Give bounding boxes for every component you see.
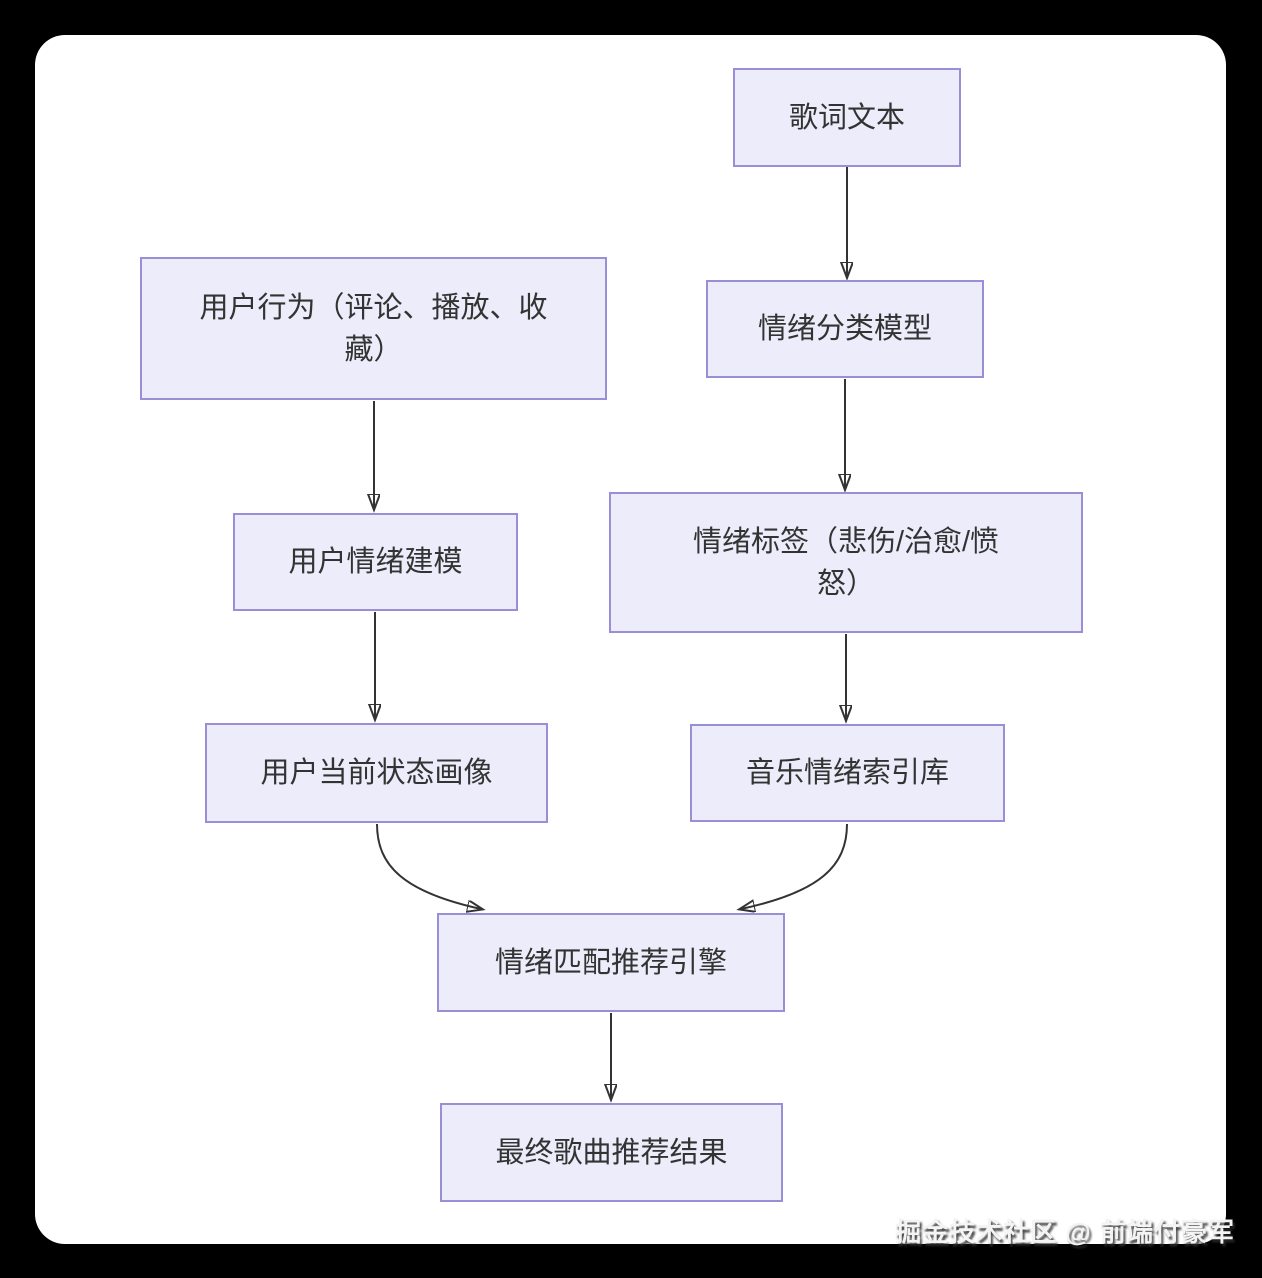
node-label: 音乐情绪索引库 [745, 757, 949, 789]
node-user-behavior: 用户行为（评论、播放、收藏） [140, 257, 607, 400]
watermark: 掘金技术社区 @ 前端付豪军 [895, 1217, 1235, 1247]
node-music-emotion-index: 音乐情绪索引库 [690, 724, 1005, 822]
node-emotion-labels: 情绪标签（悲伤/治愈/愤怒） [609, 492, 1083, 633]
node-lyrics-text: 歌词文本 [733, 68, 961, 167]
node-label: 情绪标签（悲伤/治愈/愤怒） [692, 525, 1000, 600]
node-emotion-matching-engine: 情绪匹配推荐引擎 [437, 913, 785, 1012]
diagram-canvas [35, 35, 1226, 1244]
node-label: 用户情绪建模 [288, 546, 463, 578]
node-label: 用户当前状态画像 [260, 757, 493, 789]
node-emotion-classification-model: 情绪分类模型 [706, 280, 984, 378]
node-label: 情绪分类模型 [757, 313, 932, 345]
node-label: 用户行为（评论、播放、收藏） [199, 291, 548, 366]
node-label: 歌词文本 [788, 101, 905, 134]
node-final-recommendation-result: 最终歌曲推荐结果 [440, 1103, 783, 1202]
node-label: 最终歌曲推荐结果 [495, 1136, 728, 1169]
node-label: 情绪匹配推荐引擎 [494, 946, 727, 979]
node-user-current-state-profile: 用户当前状态画像 [205, 723, 548, 823]
node-user-emotion-modeling: 用户情绪建模 [233, 513, 518, 611]
